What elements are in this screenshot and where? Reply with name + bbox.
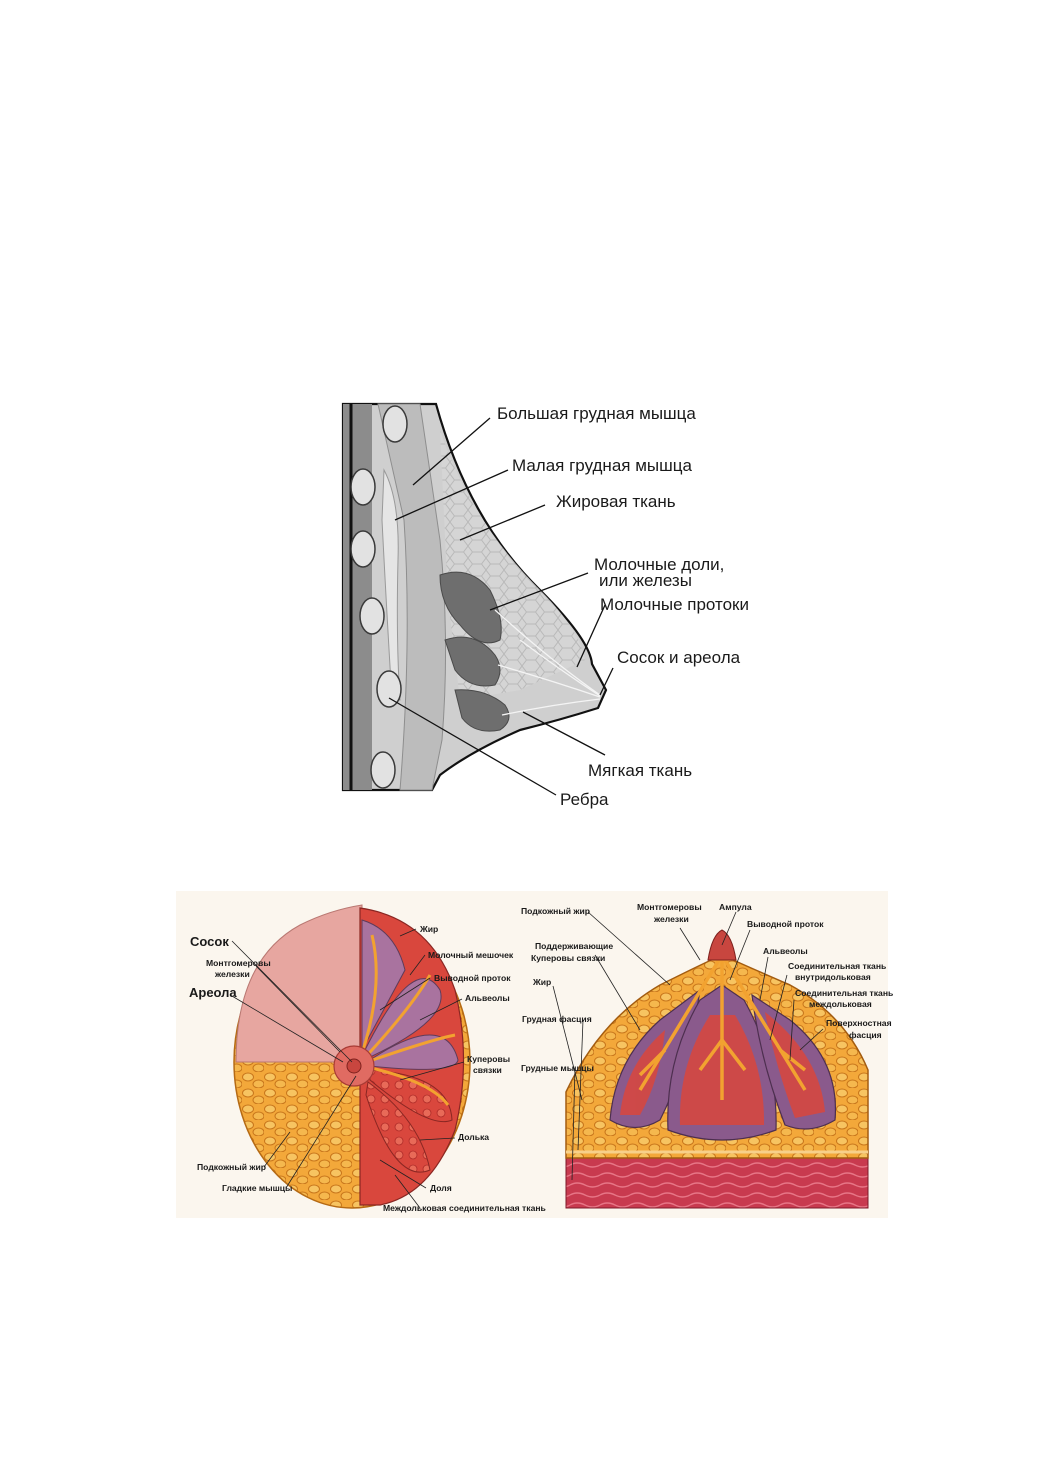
label-lobule: Долька [458,1132,489,1142]
label-cs-subcutaneous-fat: Подкожный жир [521,906,590,916]
label-cs-superficial-fascia-2: фасция [849,1030,882,1040]
label-cs-ampula: Ампула [719,902,752,912]
cross-ducts [638,954,807,1100]
label-lobes-line2: или железы [599,571,692,590]
label-montgomery-1: Монтгомеровы [206,958,271,968]
label-interlobular-tissue: Междольковая соединительная ткань [383,1203,546,1213]
label-subcutaneous-fat: Подкожный жир [197,1162,266,1172]
label-fat-tissue: Жировая ткань [556,492,676,511]
label-cs-interlobular-1: Соединительная ткань [795,988,893,998]
label-areola: Ареола [189,985,237,1000]
pectoral-muscles [565,1157,869,1209]
label-fat: Жир [419,924,438,934]
milk-ducts [494,609,601,716]
label-montgomery-2: железки [214,969,250,979]
mammary-lobes [439,571,510,732]
lower-lobules [365,1069,453,1173]
label-lobes-line1: Молочные доли, [594,555,724,574]
skin-quadrant [235,904,363,1063]
chest-wall [343,404,372,790]
nipple [346,1058,362,1074]
label-lobe: Доля [430,1183,452,1193]
figure-breast-section-gray: Большая грудная мышца Малая грудная мышц… [341,402,749,809]
label-milk-ducts: Молочные протоки [600,595,749,614]
label-nipple: Сосок [190,934,229,949]
pectoralis-major [377,403,447,791]
label-alveoli: Альвеолы [465,993,510,1003]
label-pectoralis-major: Большая грудная мышца [497,404,696,423]
label-pectoralis-minor: Малая грудная мышца [512,456,692,475]
label-cs-interlobular-2: междольковая [809,999,872,1009]
label-cs-pectoral-fascia: Грудная фасция [522,1014,592,1024]
leader-lines-fig2 [231,928,465,1209]
pectoralis-minor [381,468,401,701]
figure-breast-cross-section-color: Подкожный жир Монтгомеровы железки Ампул… [521,902,893,1209]
leader-lines-fig3 [552,911,824,1181]
label-cs-intralobular-2: внутридольковая [795,972,871,982]
label-cs-superficial-fascia-1: Поверхностная [826,1018,892,1028]
label-ribs: Ребра [560,790,609,809]
ribs [350,405,408,789]
label-cs-excretory-duct: Выводной проток [747,919,824,929]
label-cooper-2: связки [473,1065,502,1075]
label-cooper-1: Куперовы [467,1054,510,1064]
label-excretory-duct: Выводной проток [434,973,511,983]
label-cs-alveoli: Альвеолы [763,946,808,956]
label-milk-sac: Молочный мешочек [428,950,514,960]
label-cs-pectoral-muscles: Грудные мышцы [521,1063,594,1073]
leader-lines-fig1 [388,417,614,796]
label-soft-tissue: Мягкая ткань [588,761,692,780]
label-smooth-muscles: Гладкие мышцы [222,1183,292,1193]
label-cs-montgomery-2: железки [653,914,689,924]
label-cs-supporting-2: Куперовы связки [531,953,605,963]
label-cs-montgomery-1: Монтгомеровы [637,902,702,912]
label-cs-supporting-1: Поддерживающие [535,941,613,951]
label-cs-intralobular-1: Соединительная ткань [788,961,886,971]
label-nipple-areola: Сосок и ареола [617,648,741,667]
label-cs-fat: Жир [532,977,551,987]
